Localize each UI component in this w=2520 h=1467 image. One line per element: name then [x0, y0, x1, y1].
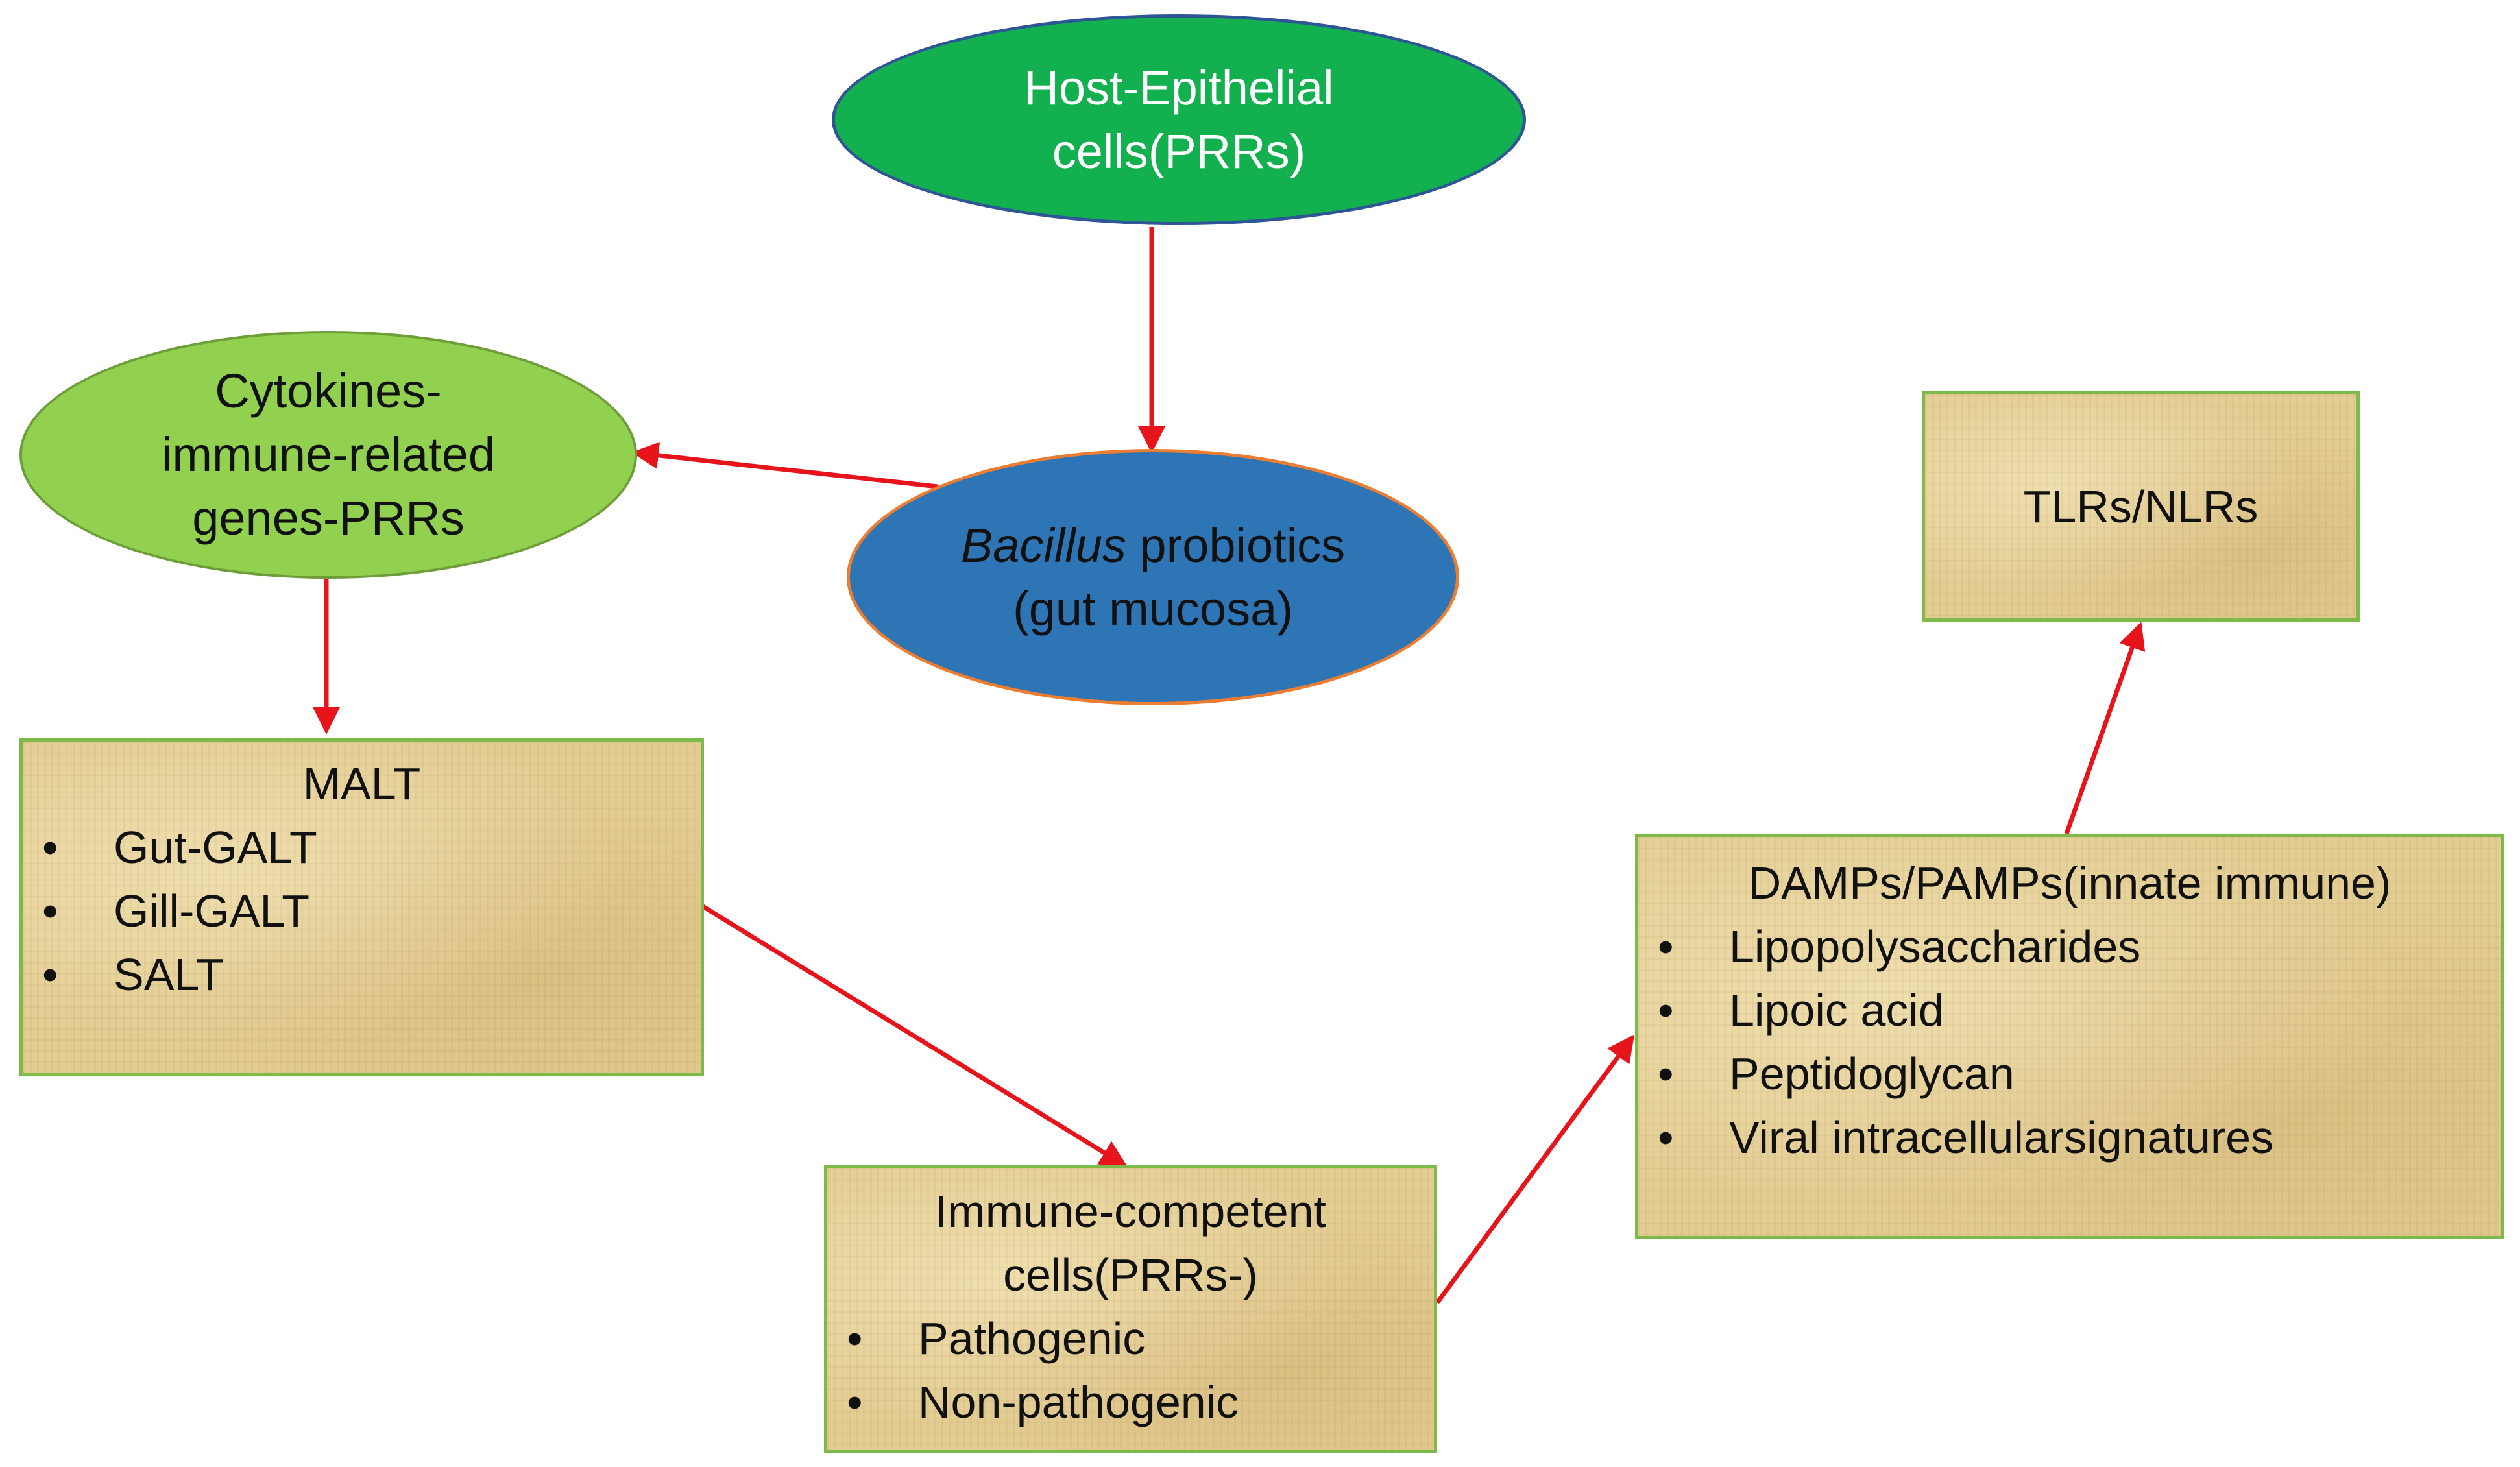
- host-epithelial-ellipse: Host-Epithelial cells(PRRs): [832, 14, 1526, 225]
- arrow-immune-to-damps: [1435, 1034, 1635, 1305]
- malt-title: MALT: [302, 758, 421, 809]
- immune-title-line-1: Immune-competent: [934, 1186, 1327, 1237]
- bacillus-probiotics-word: probiotics: [1126, 518, 1346, 572]
- immune-item-pathogenic: Pathogenic: [827, 1307, 1434, 1370]
- immune-competent-cells-box: Immune-competent cells(PRRs-) Pathogenic…: [824, 1165, 1437, 1453]
- bacillus-line-2: (gut mucosa): [1013, 581, 1293, 636]
- tlrs-title: TLRs/NLRs: [2023, 481, 2259, 532]
- cytokines-line-1: Cytokines-: [215, 364, 442, 418]
- tlrs-nlrs-box: TLRs/NLRs: [1922, 391, 2360, 622]
- host-line-2: cells(PRRs): [1052, 124, 1306, 178]
- immune-title-line-2: cells(PRRs-): [1003, 1250, 1258, 1300]
- bacillus-probiotics-ellipse: Bacillus probiotics (gut mucosa): [847, 449, 1459, 705]
- damps-item-lipopolysaccharides: Lipopolysaccharides: [1638, 915, 2501, 978]
- immune-list: Pathogenic Non-pathogenic: [827, 1307, 1434, 1434]
- bacillus-line-1: Bacillus probiotics: [961, 514, 1345, 577]
- damps-title: DAMPs/PAMPs(innate immune): [1748, 858, 2392, 908]
- host-line-1: Host-Epithelial: [1024, 60, 1334, 115]
- arrow-malt-to-immune: [699, 903, 1128, 1167]
- damps-item-peptidoglycan: Peptidoglycan: [1638, 1042, 2501, 1106]
- immune-item-non-pathogenic: Non-pathogenic: [827, 1370, 1434, 1434]
- damps-item-viral-signatures: Viral intracellularsignatures: [1638, 1106, 2501, 1169]
- arrow-bacillus-to-cytokines: [631, 442, 938, 489]
- damps-pamps-box: DAMPs/PAMPs(innate immune) Lipopolysacch…: [1635, 834, 2504, 1239]
- cytokines-line-3: genes-PRRs: [192, 491, 465, 545]
- damps-item-lipoic-acid: Lipoic acid: [1638, 978, 2501, 1042]
- malt-item-gut-galt: Gut-GALT: [23, 816, 701, 879]
- damps-list: Lipopolysaccharides Lipoic acid Peptidog…: [1638, 915, 2501, 1169]
- malt-box: MALT Gut-GALT Gill-GALT SALT: [19, 738, 704, 1076]
- malt-item-gill-galt: Gill-GALT: [23, 879, 701, 943]
- malt-item-salt: SALT: [23, 943, 701, 1006]
- cytokines-ellipse: Cytokines- immune-related genes-PRRs: [19, 331, 637, 579]
- bacillus-genus: Bacillus: [960, 518, 1126, 572]
- cytokines-line-2: immune-related: [161, 428, 496, 481]
- arrow-damps-to-tlrs: [2064, 622, 2146, 835]
- malt-list: Gut-GALT Gill-GALT SALT: [23, 816, 701, 1006]
